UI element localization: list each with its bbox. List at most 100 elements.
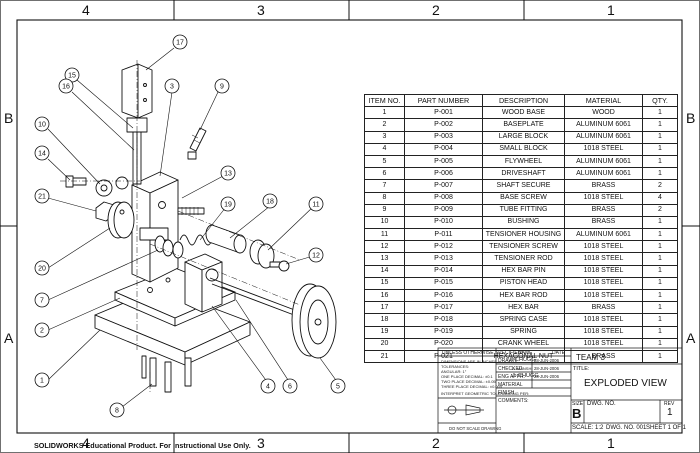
balloon-circle bbox=[34, 322, 50, 338]
bom-cell-part-number: P-013 bbox=[404, 252, 483, 266]
zone-col-bottom-4: 4 bbox=[82, 435, 90, 451]
bom-cell-description: BASE SCREW bbox=[482, 191, 565, 205]
balloon-label: 15 bbox=[68, 73, 76, 80]
bom-cell-material: 1018 STEEL bbox=[564, 337, 643, 351]
bom-cell-part-number: P-014 bbox=[404, 264, 483, 278]
bom-cell-part-number: P-020 bbox=[404, 337, 483, 351]
zone-row-right-a: A bbox=[686, 330, 696, 346]
bom-header-part-number: PART NUMBER bbox=[404, 93, 483, 108]
balloon-circle bbox=[34, 292, 50, 308]
tb-sheet: SHEET 1 OF 1 bbox=[646, 425, 686, 431]
tb-checked-date: 28-JUN-2006 bbox=[534, 366, 559, 371]
bom-cell-description: FLYWHEEL bbox=[482, 154, 565, 169]
tb-company: TEAM 3 bbox=[576, 353, 605, 362]
bom-cell-material: 1018 STEEL bbox=[564, 142, 643, 156]
tb-eng-date: 28-JUN-2006 bbox=[534, 374, 559, 379]
zone-row-left-b: B bbox=[4, 110, 14, 126]
tb-drawn-date: 28-JUN-2006 bbox=[534, 358, 559, 363]
bom-cell-item: 19 bbox=[364, 325, 405, 339]
bom-cell-item: 11 bbox=[364, 228, 405, 242]
tb-name-header: NAME bbox=[518, 350, 533, 356]
balloon-label: 18 bbox=[266, 199, 274, 206]
balloon-circle bbox=[220, 165, 236, 181]
bom-cell-description: SPRING CASE bbox=[482, 313, 565, 327]
bom-cell-part-number: P-006 bbox=[404, 167, 483, 181]
bom-cell-material: 1018 STEEL bbox=[564, 252, 643, 266]
balloon-label: 11 bbox=[312, 202, 319, 209]
balloon-callout: 21 bbox=[34, 188, 50, 204]
balloon-label: 9 bbox=[220, 84, 224, 91]
bom-cell-part-number: P-001 bbox=[404, 106, 483, 120]
bom-cell-qty: 2 bbox=[642, 203, 678, 217]
balloon-label: 5 bbox=[336, 384, 340, 391]
balloon-callout: 6 bbox=[282, 378, 298, 394]
balloon-callout: 1 bbox=[34, 372, 50, 388]
bom-cell-description: HEX BAR PIN bbox=[482, 264, 565, 278]
bom-cell-material: ALUMINUM 6061 bbox=[564, 118, 643, 132]
zone-col-top-1: 1 bbox=[607, 2, 615, 18]
bom-cell-description: HEX BAR bbox=[482, 301, 565, 315]
balloon-label: 10 bbox=[38, 122, 46, 129]
bom-header-qty: QTY. bbox=[642, 93, 678, 108]
bom-cell-item: 2 bbox=[364, 118, 405, 132]
bom-cell-description: PISTON HEAD bbox=[482, 276, 565, 291]
balloon-circle bbox=[34, 372, 50, 388]
bom-cell-description: BASEPLATE bbox=[482, 118, 565, 132]
zone-col-top-3: 3 bbox=[257, 2, 265, 18]
bom-cell-item: 6 bbox=[364, 167, 405, 181]
bom-cell-material: BRASS bbox=[564, 179, 643, 193]
bom-cell-material: ALUMINUM 6061 bbox=[564, 167, 643, 181]
bom-cell-description: LARGE BLOCK bbox=[482, 130, 565, 144]
balloon-callout: 10 bbox=[34, 116, 50, 132]
bom-cell-material: 1018 STEEL bbox=[564, 288, 643, 303]
balloon-label: 20 bbox=[38, 266, 46, 273]
zone-col-bottom-2: 2 bbox=[432, 435, 440, 451]
bom-cell-description: TENSIONER ROD bbox=[482, 252, 565, 266]
bom-cell-material: ALUMINUM 6061 bbox=[564, 130, 643, 144]
zone-row-left-a: A bbox=[4, 330, 14, 346]
bill-of-materials-table: ITEM NO. PART NUMBER DESCRIPTION MATERIA… bbox=[364, 93, 678, 364]
balloon-label: 6 bbox=[288, 384, 292, 391]
bom-cell-qty: 1 bbox=[642, 288, 678, 303]
balloon-circle bbox=[34, 116, 50, 132]
bom-header-material: MATERIAL bbox=[564, 93, 643, 108]
bom-cell-description: TUBE FITTING bbox=[482, 203, 565, 217]
bom-cell-qty: 1 bbox=[642, 276, 678, 291]
tb-dims-line-4: ONE PLACE DECIMAL: ±0.1 bbox=[441, 374, 493, 379]
bom-cell-part-number: P-016 bbox=[404, 288, 483, 303]
tb-dims-line-5: TWO PLACE DECIMAL: ±0.05 bbox=[441, 379, 496, 384]
balloon-circle bbox=[34, 260, 50, 276]
bom-cell-item: 17 bbox=[364, 301, 405, 315]
bom-cell-qty: 1 bbox=[642, 167, 678, 181]
balloon-callout: 2 bbox=[34, 322, 50, 338]
bom-cell-description: SMALL BLOCK bbox=[482, 142, 565, 156]
zone-col-bottom-3: 3 bbox=[257, 435, 265, 451]
bom-cell-qty: 1 bbox=[642, 240, 678, 254]
balloon-callout: 17 bbox=[172, 34, 188, 50]
bom-cell-description: DRIVESHAFT bbox=[482, 167, 565, 181]
bom-cell-qty: 1 bbox=[642, 130, 678, 144]
bom-cell-material: 1018 STEEL bbox=[564, 264, 643, 278]
bom-cell-part-number: P-004 bbox=[404, 142, 483, 156]
tb-do-not-scale: DO NOT SCALE DRAWING bbox=[449, 426, 502, 431]
balloon-circle bbox=[308, 196, 324, 212]
bom-cell-part-number: P-009 bbox=[404, 203, 483, 217]
balloon-label: 14 bbox=[38, 151, 46, 158]
bom-cell-part-number: P-011 bbox=[404, 228, 483, 242]
bom-cell-item: 12 bbox=[364, 240, 405, 254]
bom-cell-part-number: P-017 bbox=[404, 301, 483, 315]
bom-cell-qty: 1 bbox=[642, 118, 678, 132]
balloon-callout: 3 bbox=[164, 78, 180, 94]
balloon-callout: 11 bbox=[308, 196, 324, 212]
